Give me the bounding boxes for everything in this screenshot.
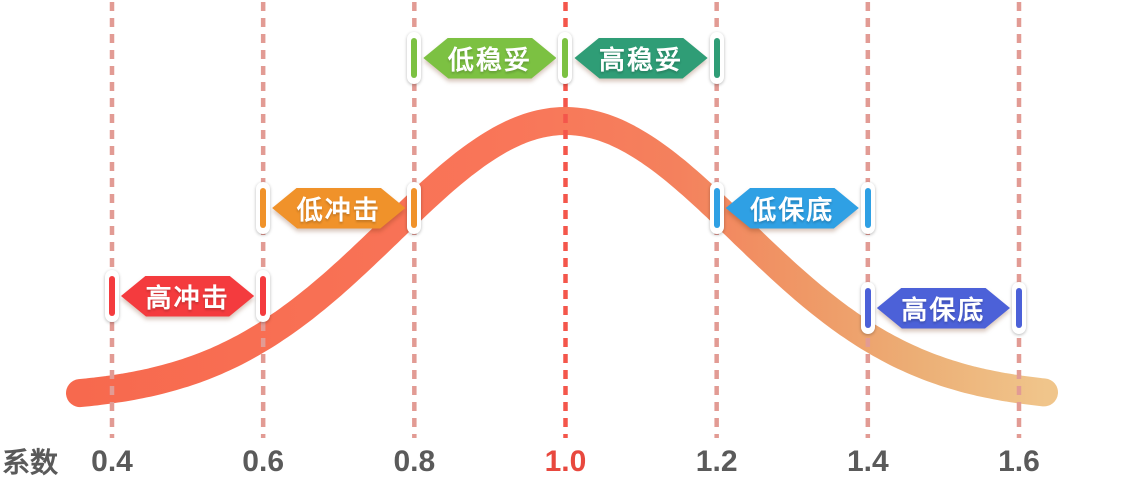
marker-capsule: [1015, 288, 1022, 328]
range-endpoint-marker: [407, 182, 422, 234]
marker-capsule: [864, 288, 871, 328]
range-arrow-shape: 高保底: [877, 288, 1010, 329]
range-arrow-low-stable: 低稳妥: [423, 38, 556, 79]
range-endpoint-marker: [860, 282, 875, 334]
tick-label-0.6: 0.6: [242, 445, 285, 478]
range-endpoint-marker: [558, 32, 573, 84]
range-arrow-low-guarantee: 低保底: [726, 188, 859, 229]
range-arrow-shape: 低稳妥: [423, 38, 556, 79]
range-arrow-shape: 低冲击: [272, 188, 405, 229]
tick-label-1.2: 1.2: [695, 445, 738, 478]
tick-label-0.4: 0.4: [91, 445, 133, 478]
range-arrow-low-impact: 低冲击: [272, 188, 405, 229]
range-label: 高保底: [901, 294, 986, 325]
range-label: 高稳妥: [599, 44, 684, 75]
marker-capsule: [562, 38, 569, 78]
range-label: 低冲击: [296, 194, 381, 225]
range-label: 低保底: [750, 194, 835, 225]
marker-capsule: [713, 188, 720, 228]
marker-capsule: [411, 188, 418, 228]
marker-capsule: [109, 276, 115, 316]
range-endpoint-marker: [709, 32, 724, 84]
range-arrow-high-stable: 高稳妥: [574, 38, 707, 79]
range-arrow-shape: 高稳妥: [574, 38, 707, 79]
range-endpoint-marker: [860, 182, 875, 234]
range-endpoint-marker: [105, 270, 119, 322]
marker-capsule: [260, 276, 267, 316]
range-endpoint-marker: [407, 32, 422, 84]
axis-title: 系数: [2, 447, 59, 478]
marker-capsule: [864, 188, 871, 228]
tick-label-1.4: 1.4: [846, 445, 889, 478]
range-label: 高冲击: [145, 282, 230, 313]
range-arrow-shape: 低保底: [726, 188, 859, 229]
range-endpoint-marker: [256, 182, 271, 234]
bell-curve: [66, 107, 1058, 408]
marker-capsule: [260, 188, 267, 228]
marker-capsule: [713, 38, 720, 78]
range-arrow-high-guarantee: 高保底: [877, 288, 1010, 329]
range-endpoint-marker: [709, 182, 724, 234]
range-endpoint-marker: [256, 270, 271, 322]
tick-label-0.8: 0.8: [393, 445, 436, 478]
range-arrow-high-impact: 高冲击: [121, 276, 254, 317]
range-label: 低稳妥: [447, 44, 532, 75]
range-endpoint-marker: [1011, 282, 1026, 334]
range-arrow-shape: 高冲击: [121, 276, 254, 317]
tick-label-1.6: 1.6: [998, 445, 1040, 478]
tick-label-1.0: 1.0: [544, 445, 587, 478]
marker-capsule: [411, 38, 418, 78]
